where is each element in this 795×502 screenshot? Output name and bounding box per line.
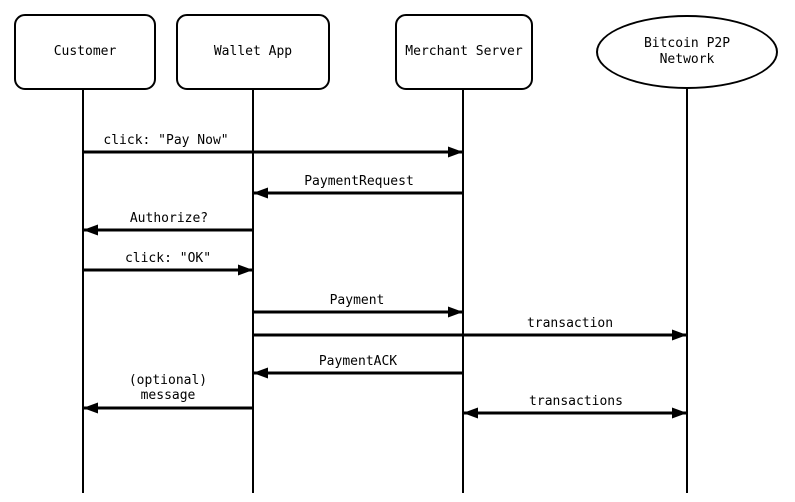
message-label-payment: Payment bbox=[329, 293, 385, 308]
message-label-transaction: transaction bbox=[526, 316, 614, 331]
message-label-click-ok: click: "OK" bbox=[124, 251, 212, 266]
participant-customer: Customer bbox=[14, 14, 156, 90]
message-label-transactions: transactions bbox=[529, 394, 623, 409]
participant-customer-label: Customer bbox=[53, 44, 117, 59]
participant-merchant-server: Merchant Server bbox=[395, 14, 533, 90]
participant-wallet-app: Wallet App bbox=[176, 14, 330, 90]
message-label-payment-ack: PaymentACK bbox=[318, 354, 398, 369]
participant-merchant-server-label: Merchant Server bbox=[405, 44, 523, 59]
participant-wallet-app-label: Wallet App bbox=[213, 44, 293, 59]
participant-bitcoin-p2p-network: Bitcoin P2P Network bbox=[596, 15, 778, 89]
participant-bitcoin-p2p-network-label: Bitcoin P2P Network bbox=[643, 36, 731, 67]
message-label-click-pay-now: click: "Pay Now" bbox=[103, 133, 229, 148]
message-label-payment-request: PaymentRequest bbox=[304, 174, 414, 189]
message-label-optional-message: (optional) message bbox=[128, 373, 208, 403]
message-label-authorize: Authorize? bbox=[129, 211, 209, 226]
